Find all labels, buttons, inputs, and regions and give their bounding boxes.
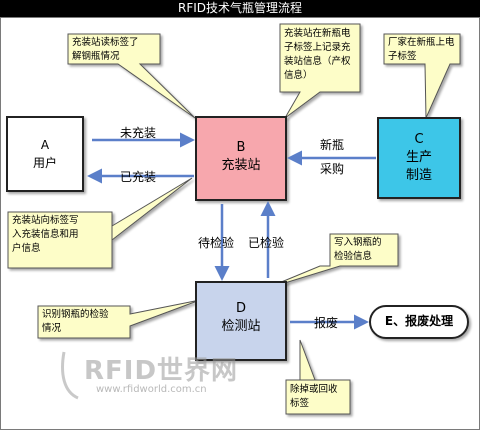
- callout-c7-shape: [285, 339, 351, 415]
- callout-c1: 充装站读标签了 解钢瓶情况: [72, 37, 139, 62]
- node-c-line1: 生产: [405, 150, 432, 165]
- watermark-url: www.rfidworld.com.cn: [96, 384, 207, 395]
- node-b-letter: B: [236, 140, 246, 155]
- node-c-letter: C: [414, 132, 424, 147]
- edge-label-d-to-e: 报废: [314, 316, 339, 330]
- node-e: E、报废处理: [384, 314, 454, 328]
- callout-c3-shape: [383, 33, 461, 119]
- node-d-letter: D: [235, 301, 246, 316]
- node-a-letter: A: [40, 138, 50, 152]
- node-c-box: [377, 117, 461, 199]
- callout-c6-shape: [37, 299, 201, 339]
- node-d: D 检测站: [196, 300, 286, 336]
- callout-c4-shape: [7, 177, 193, 269]
- callout-c5-shape: [261, 233, 399, 291]
- node-a: A 用户: [7, 136, 83, 172]
- node-c-line2: 制造: [405, 168, 432, 183]
- callout-c2-shape: [279, 23, 361, 119]
- edge-label-b-to-d: 待检验: [198, 236, 235, 250]
- edge-label-c-to-b-1: 新瓶: [320, 138, 345, 152]
- node-b: B 充装站: [196, 139, 286, 175]
- watermark-brand: RFID世界网: [84, 356, 239, 386]
- node-a-box: [6, 116, 84, 192]
- edge-label-b-to-a: 未充装: [120, 126, 157, 140]
- edge-label-d-to-b: 已检验: [248, 236, 285, 250]
- callout-c5: 写入钢瓶的 检验信息: [334, 237, 382, 262]
- callout-c7: 除掉或回收 标签: [290, 384, 338, 409]
- callout-c2: 充装站在新瓶电 子标签上记录充 装站信息（产权 信息）: [284, 28, 351, 81]
- callout-c3: 厂家在新瓶上电 子标签: [388, 37, 455, 62]
- callout-c1-shape: [67, 33, 196, 119]
- callout-c6: 识别钢瓶的检验 情况: [42, 309, 109, 334]
- edge-label-c-to-b-2: 采购: [320, 162, 345, 176]
- callout-c4: 充装站向标签写 入充装信息和用 户信息: [12, 215, 79, 254]
- node-e-box: [369, 305, 469, 339]
- node-b-label: 充装站: [221, 158, 261, 173]
- rfid-world-watermark: [61, 351, 79, 400]
- edge-label-a-to-b: 已充装: [120, 170, 157, 184]
- node-a-label: 用户: [32, 156, 57, 170]
- watermark-swoosh-icon: [61, 351, 79, 400]
- node-d-box: [195, 281, 287, 361]
- node-c: C 生产 制造: [378, 131, 460, 185]
- node-d-label: 检测站: [221, 319, 261, 334]
- diagram-title: RFID技术气瓶管理流程: [0, 0, 480, 17]
- node-b-box: [195, 116, 287, 201]
